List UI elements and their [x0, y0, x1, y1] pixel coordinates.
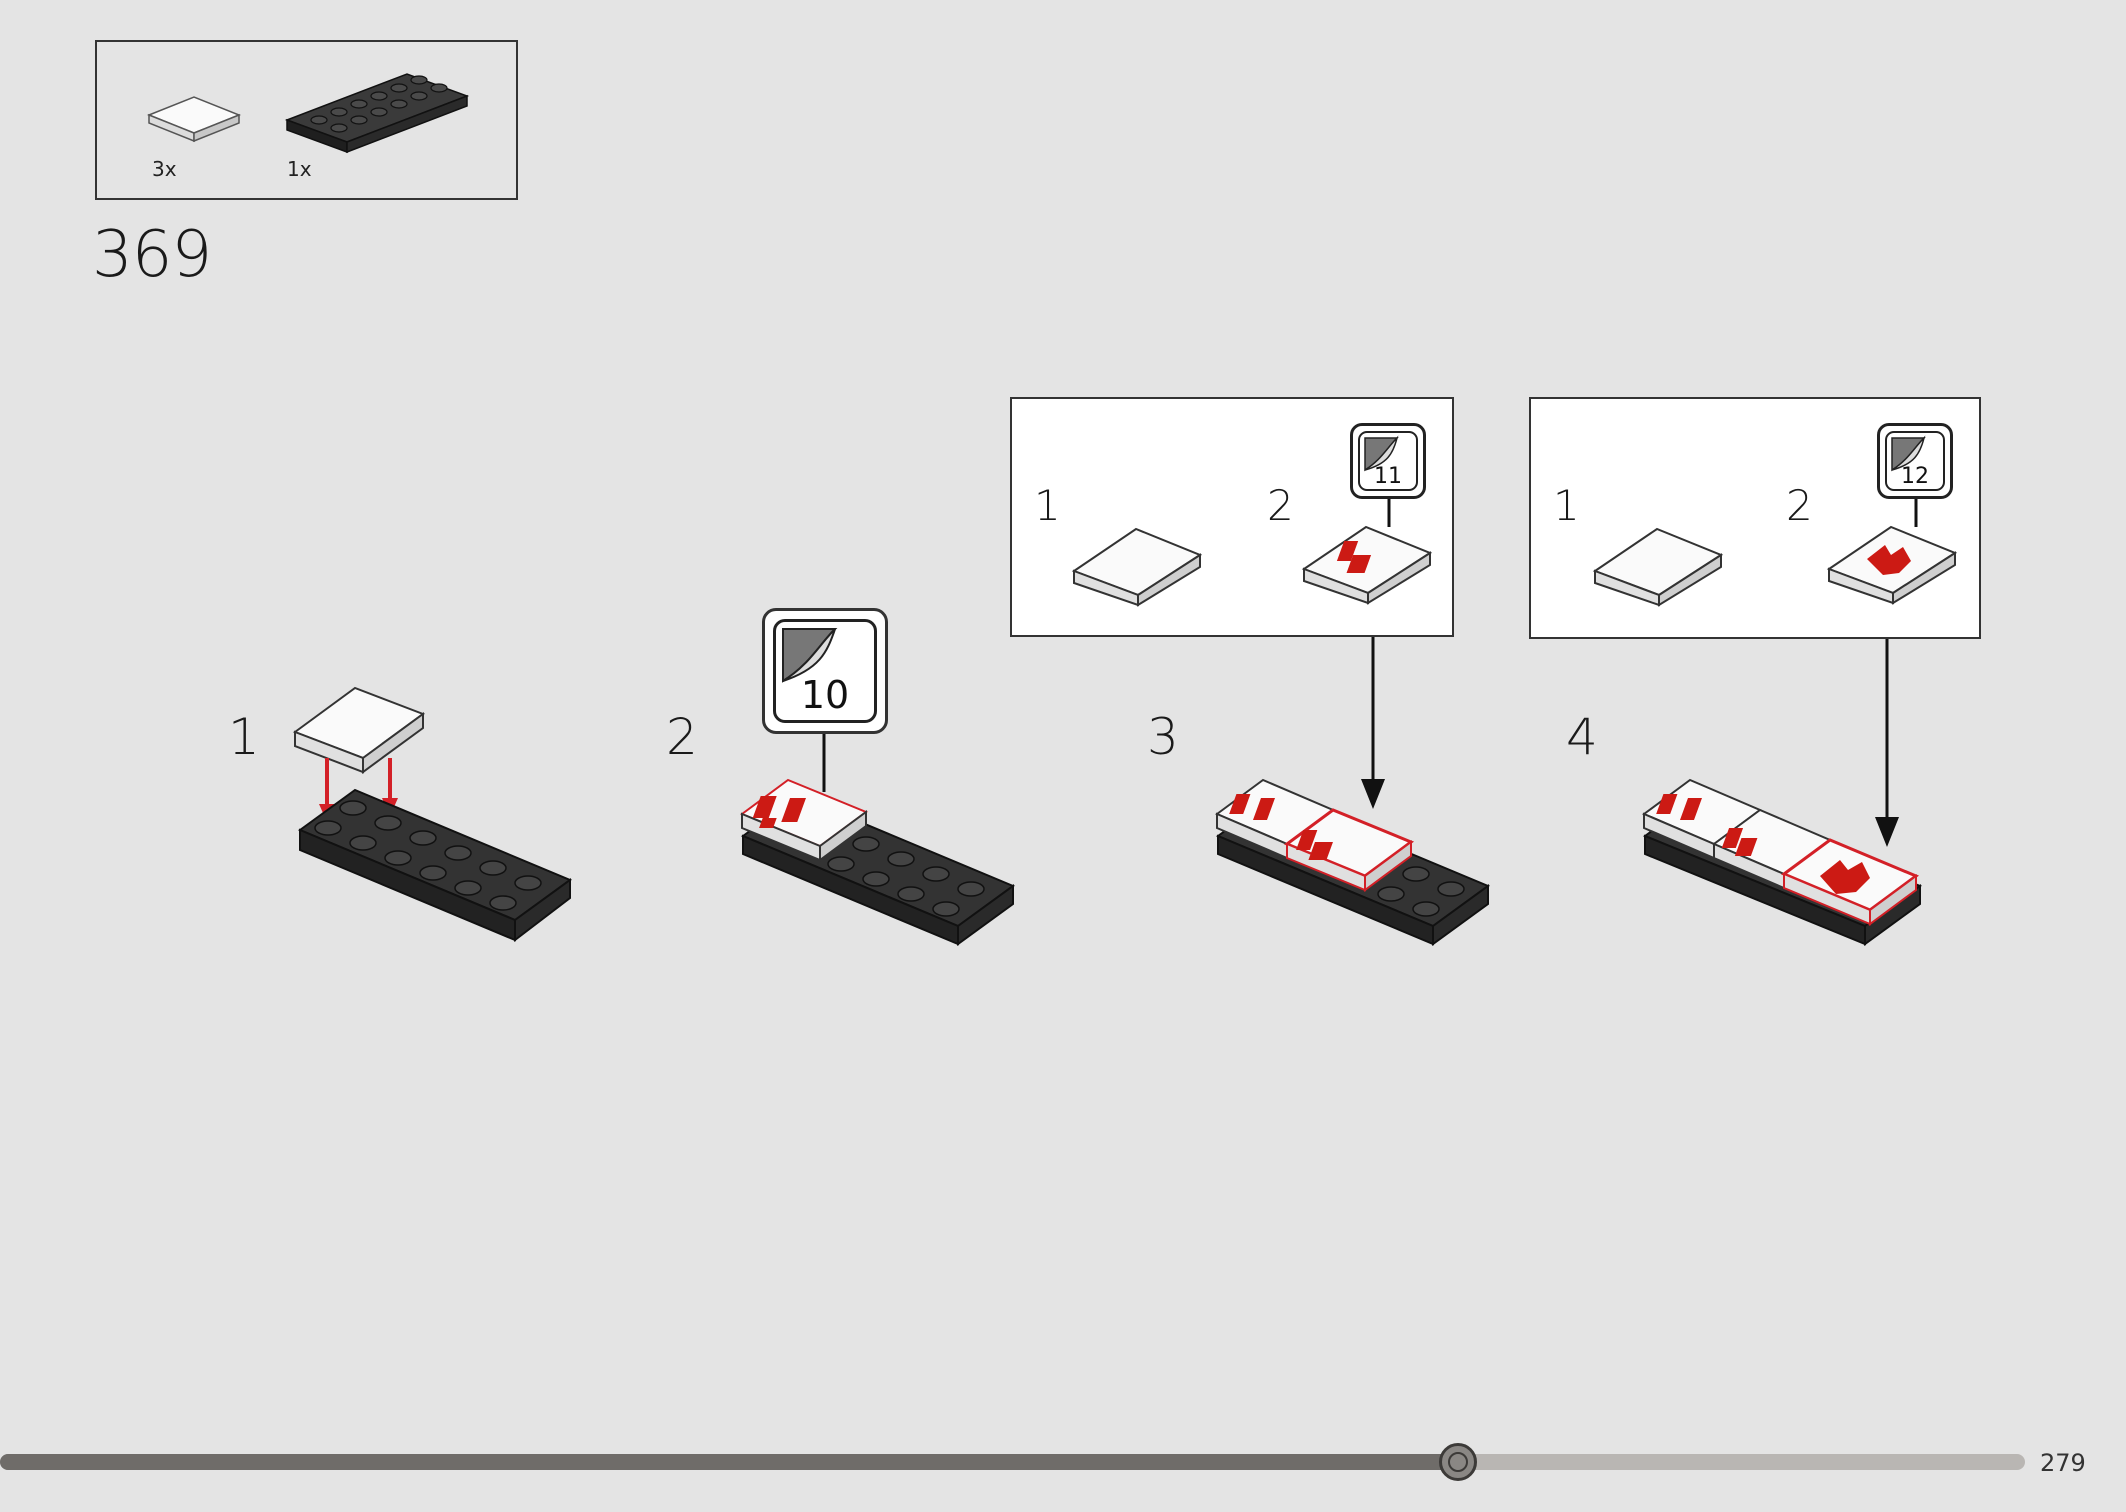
sticker-10-number: 10 — [800, 673, 850, 717]
sticker-peel-icon — [1364, 435, 1399, 472]
callout-4-decorated-tile — [1826, 525, 1958, 605]
callout-3-plain-tile — [1071, 527, 1203, 607]
sub-step-2-illustration — [739, 778, 1016, 946]
callout-3-step-a: 1 — [1034, 481, 1061, 530]
progress-knob[interactable] — [1439, 1443, 1477, 1481]
callout-4-step-a: 1 — [1553, 481, 1580, 530]
callout-4-plain-tile — [1592, 527, 1724, 607]
callout-3-step-b: 2 — [1267, 481, 1294, 530]
sticker-12-number: 12 — [1901, 464, 1929, 489]
progress-fill — [0, 1454, 1458, 1470]
sub-step-3-illustration — [1215, 778, 1491, 946]
sub-step-2-leader-line — [822, 734, 826, 792]
sticker-peel-icon — [1891, 435, 1926, 472]
sub-step-3-callout: 1 2 11 — [1010, 397, 1454, 637]
sub-step-3-arrow — [1361, 637, 1385, 809]
sub-step-3-label: 3 — [1147, 708, 1179, 766]
sticker-10-callout: 10 — [762, 608, 888, 734]
sub-step-1-illustration — [292, 686, 573, 943]
tile-quantity: 3x — [152, 157, 177, 181]
callout-3-decorated-tile — [1301, 525, 1433, 605]
page-number: 279 — [2040, 1449, 2086, 1477]
parts-list-box: 3x 1x — [95, 40, 518, 200]
sticker-peel-icon — [782, 628, 838, 683]
sub-step-2-label: 2 — [666, 708, 698, 766]
sticker-12-badge: 12 — [1877, 423, 1953, 499]
white-tile-icon — [146, 96, 242, 143]
sticker-11-badge: 11 — [1350, 423, 1426, 499]
callout-3-leader-line — [1387, 499, 1391, 527]
sticker-11-number: 11 — [1374, 464, 1402, 489]
sub-step-1-label: 1 — [228, 708, 260, 766]
step-number: 369 — [92, 218, 212, 292]
sub-step-4-callout: 1 2 12 — [1529, 397, 1981, 639]
sub-step-4-label: 4 — [1566, 708, 1598, 766]
plate-quantity: 1x — [287, 157, 312, 181]
black-plate-icon — [284, 73, 470, 154]
sub-step-4-illustration — [1642, 778, 1923, 946]
callout-4-leader-line — [1914, 499, 1918, 527]
callout-4-step-b: 2 — [1786, 481, 1813, 530]
sub-step-4-arrow — [1875, 639, 1899, 847]
